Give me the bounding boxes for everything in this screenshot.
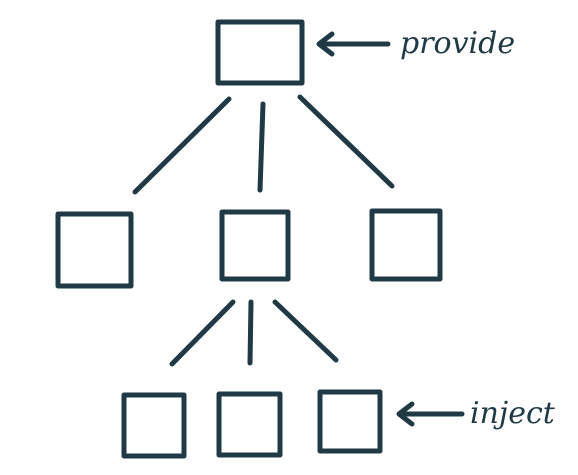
tree-node-grandchild-right: [317, 389, 383, 454]
provide-annotation: provide: [316, 26, 515, 61]
inject-annotation: inject: [396, 396, 556, 431]
tree-node-child-left: [55, 211, 134, 289]
provide-label: provide: [400, 26, 515, 61]
inject-arrow-head: [396, 401, 415, 427]
provide-arrow-head: [316, 31, 335, 57]
edge-middle-to-left-grandchild: [169, 299, 236, 367]
inject-label: inject: [470, 396, 556, 431]
tree-node-child-right: [369, 208, 443, 282]
tree-node-grandchild-left: [121, 392, 187, 459]
tree-node-grandchild-middle: [216, 391, 283, 458]
edge-root-to-middle-child: [257, 101, 266, 193]
edge-middle-to-middle-grandchild: [247, 299, 254, 366]
tree-node-child-middle: [219, 209, 291, 282]
edge-root-to-left-child: [132, 96, 232, 195]
tree-node-root: [215, 19, 305, 86]
edge-root-to-right-child: [297, 94, 395, 189]
edge-middle-to-right-grandchild: [272, 299, 339, 363]
